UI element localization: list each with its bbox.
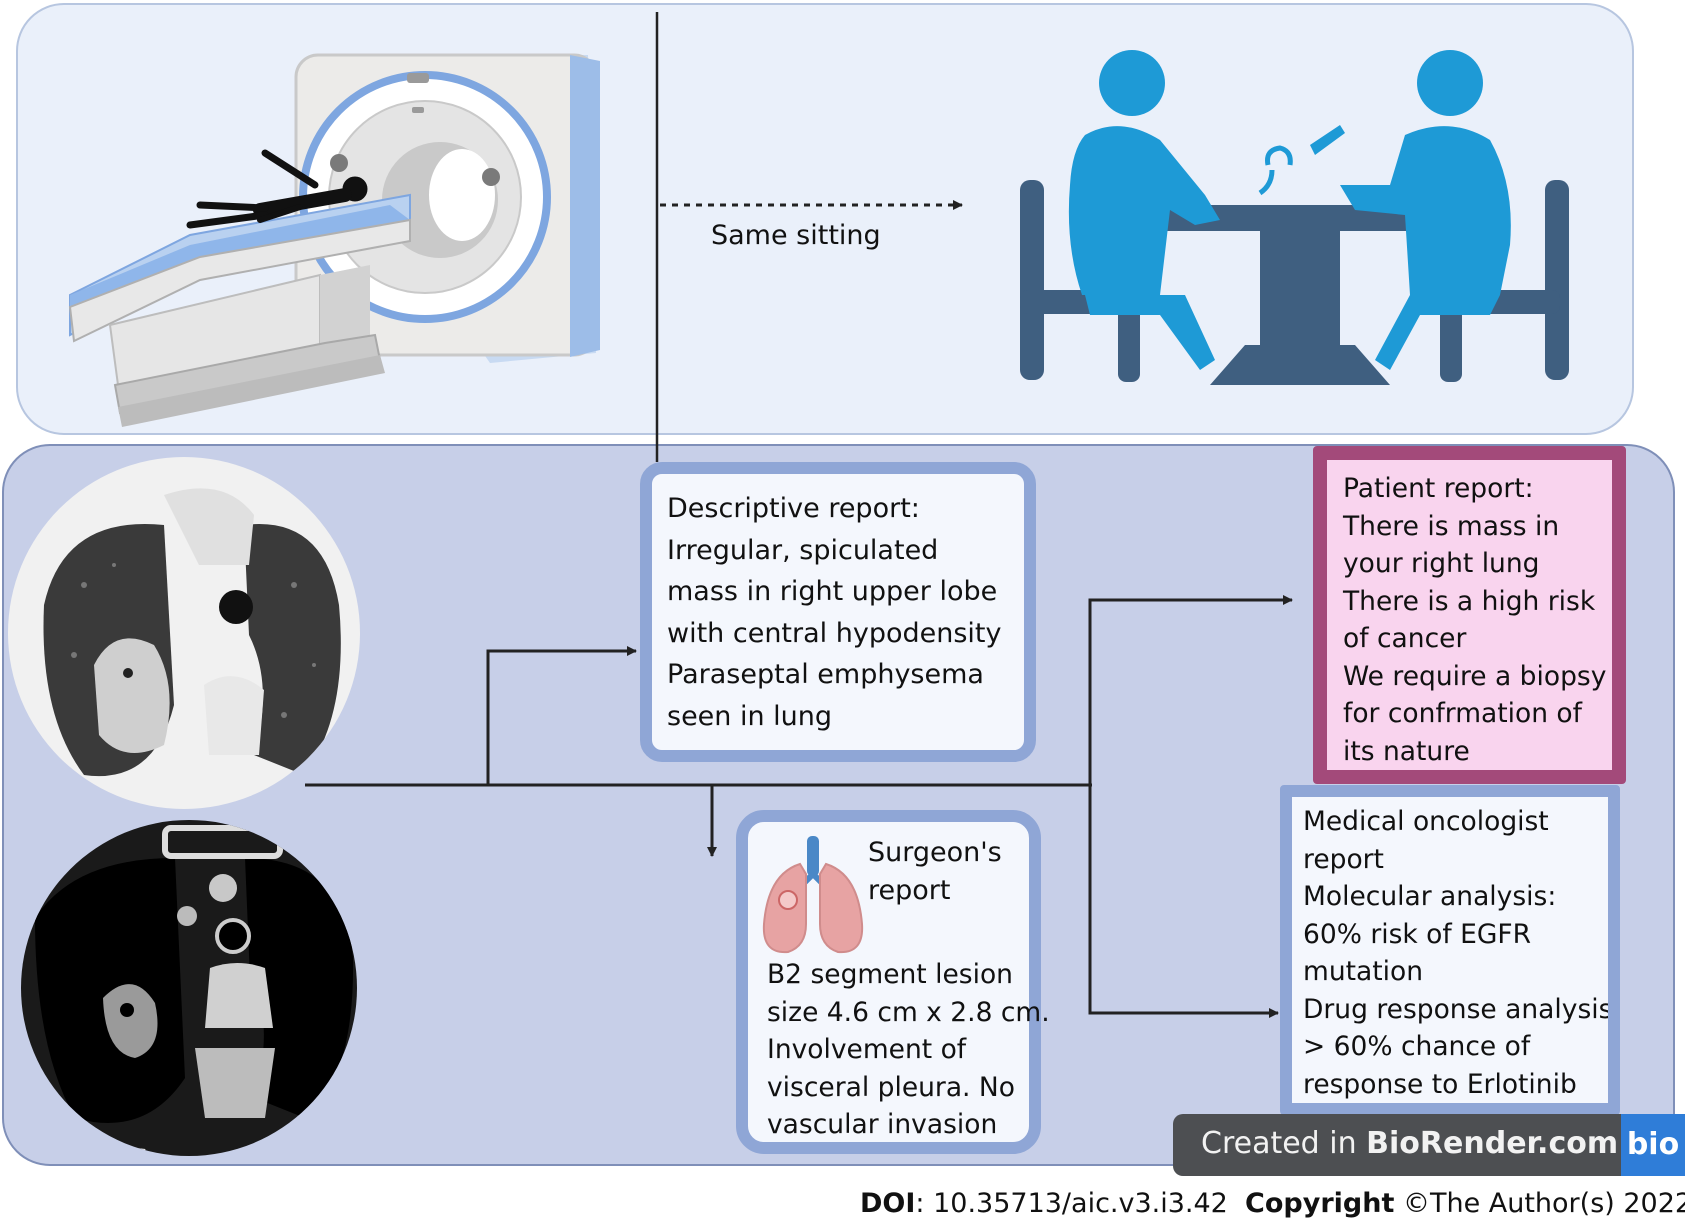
descriptive-report-line: mass in right upper lobe — [667, 576, 998, 607]
oncologist-report-line: mutation — [1303, 956, 1424, 987]
watermark-brand: BioRender.com — [1366, 1126, 1619, 1161]
patient-report-line: your right lung — [1343, 548, 1540, 579]
copyright-label: Copyright — [1245, 1188, 1395, 1219]
surgeon-report-line: size 4.6 cm x 2.8 cm. — [767, 996, 1050, 1028]
patient-report-line: There is a high risk — [1343, 585, 1596, 617]
same-sitting-label: Same sitting — [711, 220, 881, 251]
oncologist-report-line: Drug response analysis: — [1303, 993, 1620, 1025]
surgeon-report-line: B2 segment lesion — [767, 959, 1013, 990]
copyright-value: ©The Author(s) 2022. — [1394, 1188, 1685, 1219]
surgeon-report-line: visceral pleura. No — [767, 1071, 1015, 1103]
doi-value: : 10.35713/aic.v3.i3.42 — [915, 1188, 1228, 1219]
arrow-to-oncologist — [1088, 785, 1279, 1018]
descriptive-report-line: Paraseptal emphysema — [667, 659, 984, 690]
doctor-patient-consultation-icon — [1020, 50, 1569, 385]
oncologist-report-line: response to Erlotinib — [1303, 1068, 1577, 1100]
watermark-prefix: Created in — [1201, 1126, 1367, 1161]
ct-scanner-icon — [68, 53, 600, 427]
watermark-text: Created in BioRender.com — [1201, 1126, 1618, 1161]
oncologist-report-line: > 60% chance of — [1303, 1031, 1531, 1062]
patient-report-line: its nature — [1343, 735, 1470, 767]
patient-report-line: We require a biopsy — [1343, 660, 1607, 692]
lung-ct-lung-window-image — [8, 457, 360, 809]
oncologist-report-line: Medical oncologist — [1303, 806, 1549, 837]
surgeon-title-line: report — [868, 874, 951, 906]
surgeon-report-body: B2 segment lesion size 4.6 cm x 2.8 cm. … — [767, 956, 1050, 1144]
descriptive-report-line: with central hypodensity — [667, 617, 1002, 649]
lung-ct-mediastinal-window-image — [21, 820, 357, 1156]
doi-label: DOI — [860, 1188, 916, 1219]
biorender-watermark: Created in BioRender.com bio — [1173, 1114, 1685, 1176]
surgeon-report-line: Involvement of — [767, 1034, 967, 1065]
surgeon-report-box: Surgeon's report B2 segment lesion size … — [736, 810, 1050, 1154]
oncologist-report-box: Medical oncologist report Molecular anal… — [1280, 785, 1620, 1115]
oncologist-report-line: report — [1303, 843, 1384, 875]
arrow-to-patient — [1088, 595, 1293, 785]
patient-report-line: Patient report: — [1343, 473, 1534, 504]
surgeon-report-title: Surgeon's report — [868, 834, 1002, 909]
patient-report-box: Patient report: There is mass in your ri… — [1313, 446, 1626, 784]
oncologist-report-line: Molecular analysis: — [1303, 881, 1557, 912]
footer-citation: DOI: 10.35713/aic.v3.i3.42 Copyright ©Th… — [860, 1188, 1685, 1219]
descriptive-report-line: Irregular, spiculated — [667, 534, 939, 566]
arrow-to-descriptive — [486, 646, 637, 785]
descriptive-report-line: Descriptive report: — [667, 493, 920, 524]
patient-report-line: for confrmation of — [1343, 698, 1582, 729]
surgeon-report-line: vascular invasion — [767, 1109, 998, 1140]
descriptive-report-box: Descriptive report: Irregular, spiculate… — [640, 462, 1036, 762]
descriptive-report-line: seen in lung — [667, 700, 833, 732]
surgeon-title-line: Surgeon's — [868, 837, 1002, 868]
patient-report-line: There is mass in — [1343, 510, 1560, 542]
biorender-logo: bio — [1621, 1114, 1685, 1176]
oncologist-report-line: 60% risk of EGFR — [1303, 918, 1532, 950]
patient-report-line: of cancer — [1343, 623, 1467, 654]
lungs-icon — [762, 836, 864, 954]
